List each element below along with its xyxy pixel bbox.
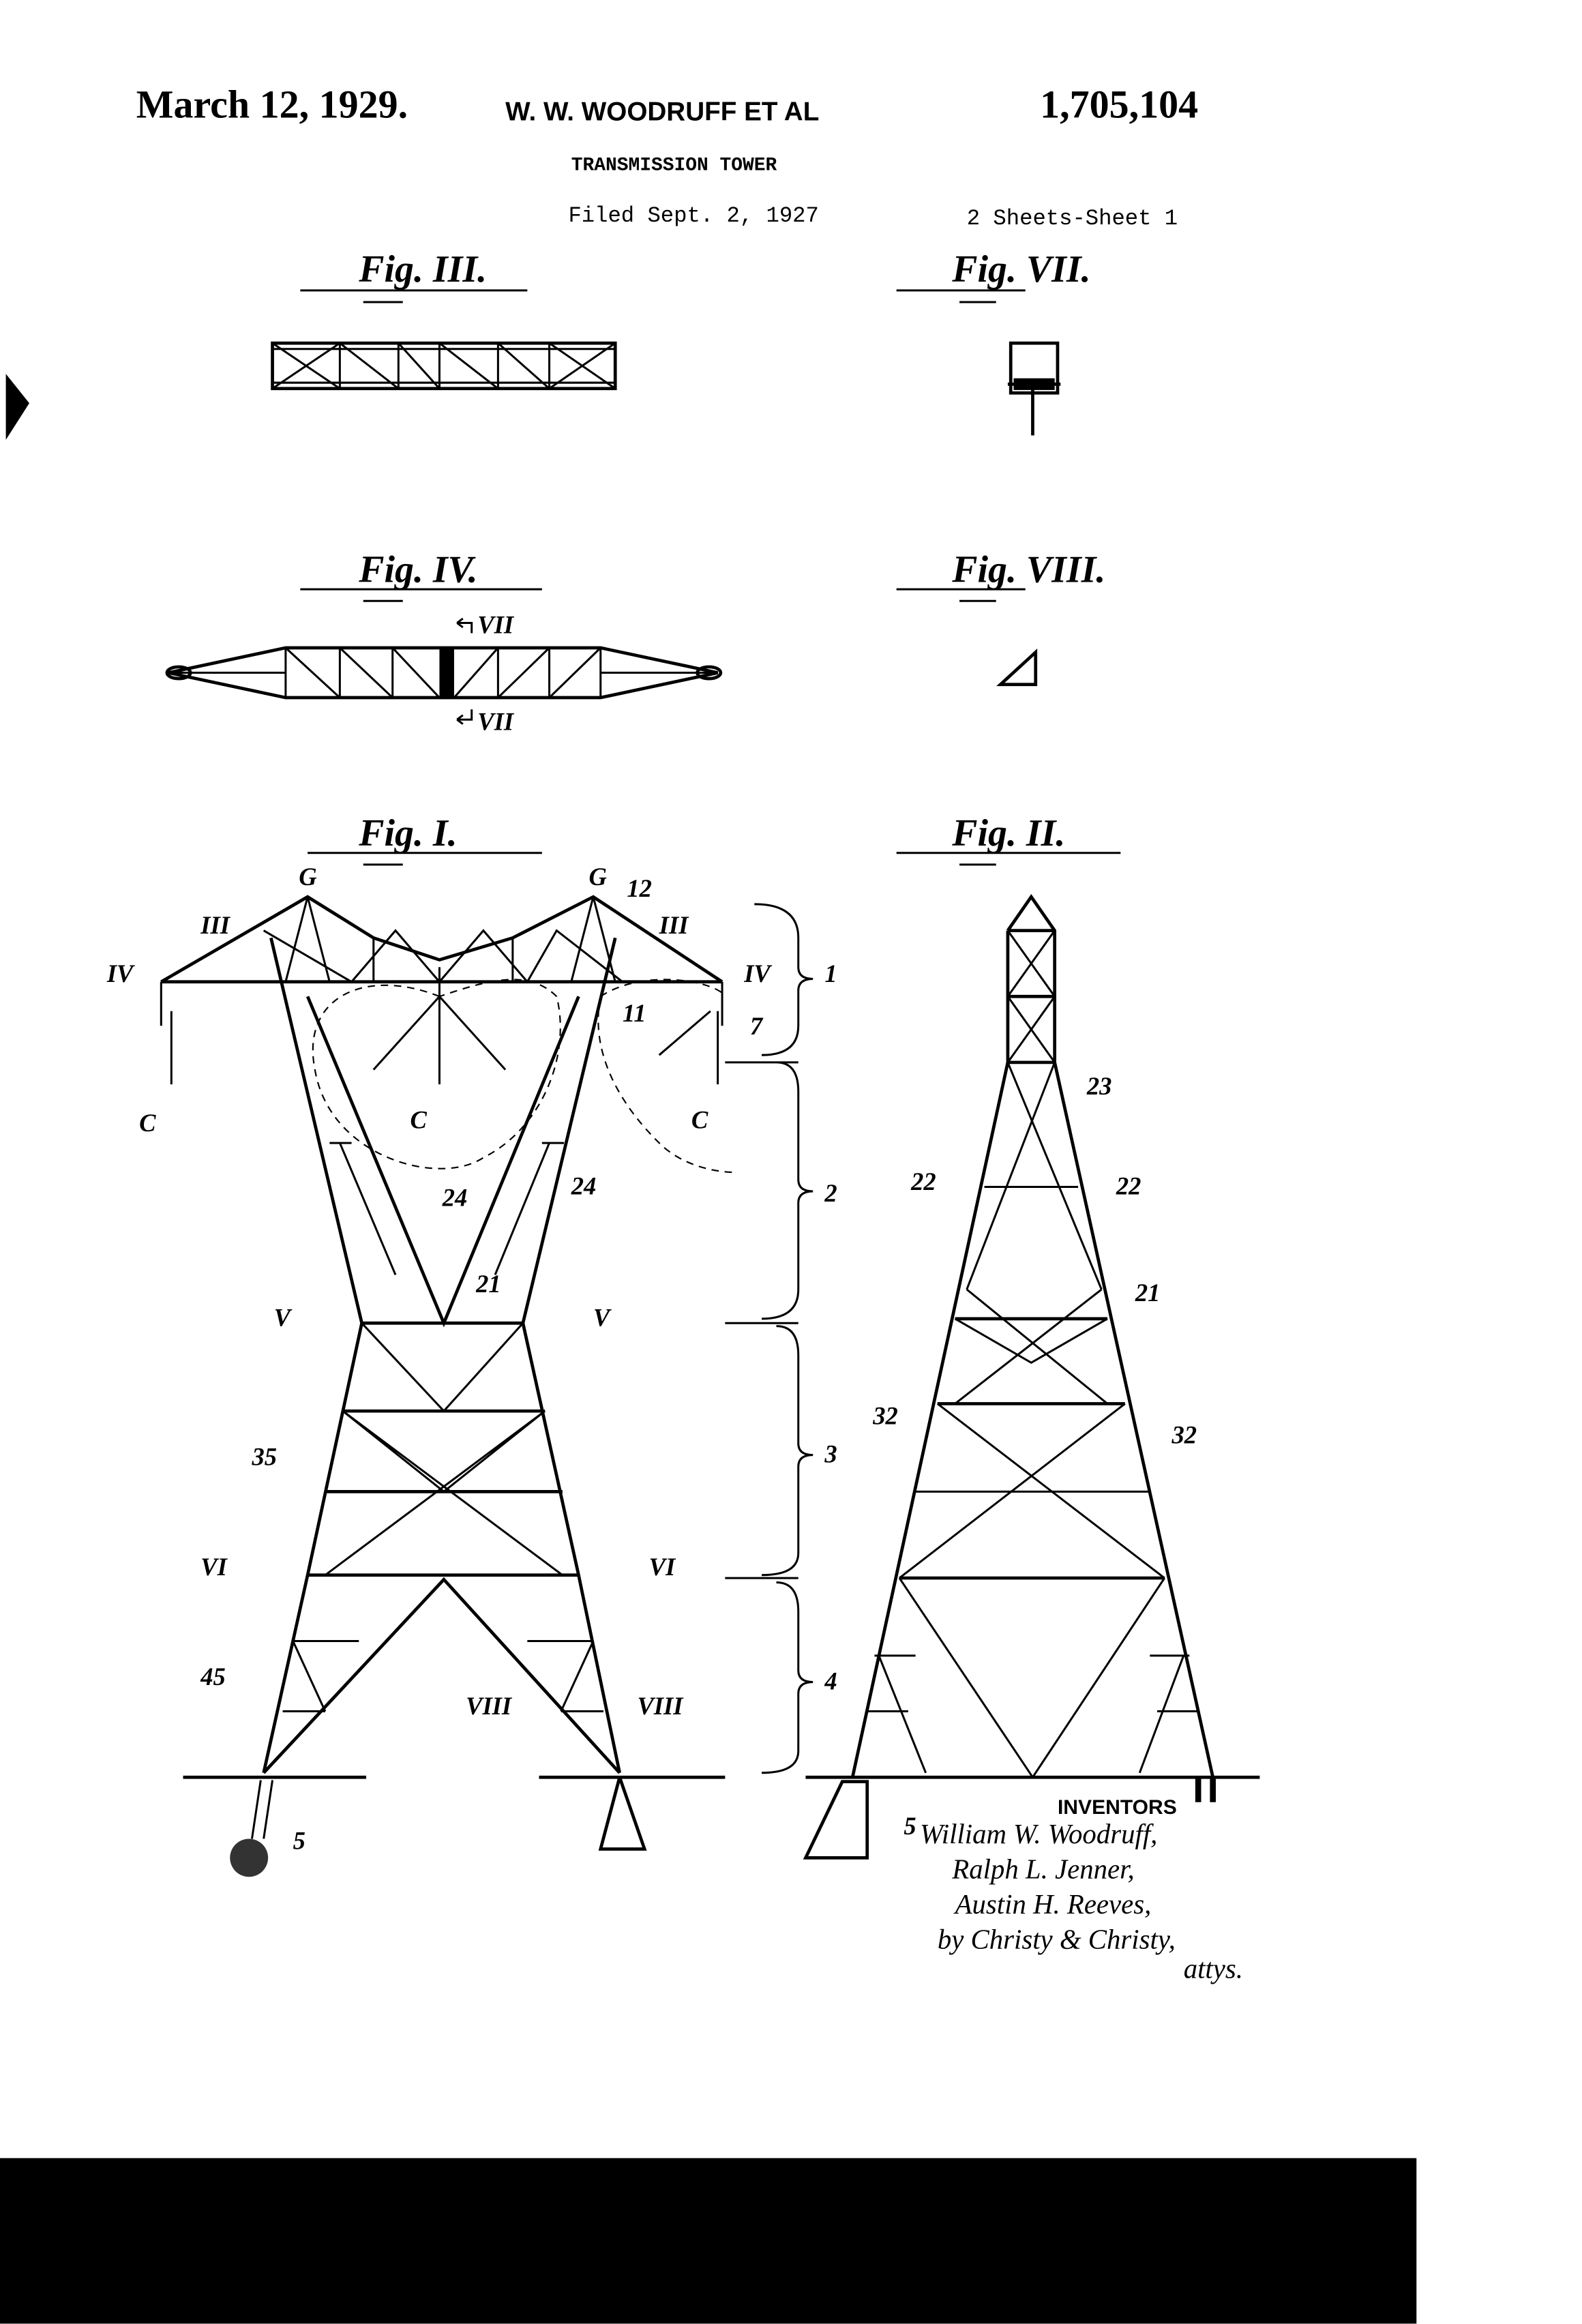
section-1: 1 xyxy=(824,959,837,987)
section-v-right: V xyxy=(593,1304,612,1332)
fig7-underline xyxy=(897,290,1026,302)
section-vii-bottom: VII xyxy=(477,707,515,735)
fig1-tower-front xyxy=(161,897,732,1877)
fig3-truss xyxy=(273,343,616,389)
ref-32-right: 32 xyxy=(1171,1420,1197,1448)
section-iv-right: IV xyxy=(743,959,772,987)
section-iv-left: IV xyxy=(106,959,135,987)
inventor-name-1: William W. Woodruff, xyxy=(920,1819,1157,1849)
fig4-label: Fig. IV. xyxy=(358,548,477,591)
inventor-name-3: Austin H. Reeves, xyxy=(953,1889,1152,1920)
patent-date: March 12, 1929. xyxy=(136,82,408,126)
fig1-label: Fig. I. xyxy=(358,812,457,854)
fig7-section xyxy=(1008,343,1060,435)
patent-number: 1,705,104 xyxy=(1040,82,1198,126)
scan-border xyxy=(0,2158,1416,2324)
filed-date: Filed Sept. 2, 1927 xyxy=(568,203,818,228)
ref-5-fig1: 5 xyxy=(293,1826,305,1854)
ref-21-fig2: 21 xyxy=(1135,1279,1161,1307)
ref-22-left: 22 xyxy=(910,1167,936,1195)
section-viii-left: VIII xyxy=(466,1692,513,1720)
ref-11: 11 xyxy=(623,999,646,1027)
ref-35: 35 xyxy=(251,1443,277,1471)
inventor-name-2: Ralph L. Jenner, xyxy=(951,1853,1134,1884)
ref-24-right: 24 xyxy=(571,1172,597,1200)
ref-24-left: 24 xyxy=(442,1183,468,1211)
section-vi-left: VI xyxy=(200,1553,228,1581)
section-2: 2 xyxy=(824,1179,837,1207)
attys-abbrev: attys. xyxy=(1184,1954,1243,1984)
fig2-label: Fig. II. xyxy=(951,812,1065,854)
fig4-crossarm-plan xyxy=(167,648,721,698)
inventors-label: INVENTORS xyxy=(1058,1796,1177,1819)
ref-c-right: C xyxy=(691,1106,708,1134)
section-v-left: V xyxy=(274,1304,293,1332)
ref-g-left: G xyxy=(299,863,316,891)
ref-22-right: 22 xyxy=(1116,1172,1141,1200)
section-iii-left: III xyxy=(200,911,230,939)
fig8-label: Fig. VIII. xyxy=(951,548,1105,591)
section-viii-right: VIII xyxy=(637,1692,684,1720)
ref-21-fig1: 21 xyxy=(475,1270,501,1298)
binding-mark xyxy=(6,374,29,440)
section-3: 3 xyxy=(824,1440,837,1468)
fig3-label: Fig. III. xyxy=(358,248,487,290)
patent-title: TRANSMISSION TOWER xyxy=(571,155,777,177)
fig7-label: Fig. VII. xyxy=(951,248,1090,290)
ref-5-fig2: 5 xyxy=(904,1812,916,1840)
ref-32-left: 32 xyxy=(872,1402,898,1430)
fig4-underline xyxy=(300,589,541,601)
ref-45: 45 xyxy=(200,1663,226,1690)
attorneys: by Christy & Christy, xyxy=(938,1924,1176,1955)
section-vii-arrows xyxy=(457,619,471,724)
fig3-underline xyxy=(300,290,527,302)
ref-7: 7 xyxy=(750,1012,764,1040)
ref-g-right: G xyxy=(589,863,607,891)
section-braces xyxy=(725,904,813,1773)
ref-c-left: C xyxy=(139,1109,156,1137)
sheet-count: 2 Sheets-Sheet 1 xyxy=(967,206,1178,231)
inventor-header: W. W. WOODRUFF ET AL xyxy=(505,98,819,127)
fig8-angle-section xyxy=(1000,652,1036,684)
fig2-underline xyxy=(897,853,1121,865)
fig1-underline xyxy=(308,853,542,865)
section-iii-right: III xyxy=(659,911,689,939)
ref-23: 23 xyxy=(1086,1072,1112,1100)
section-vi-right: VI xyxy=(649,1553,676,1581)
section-vii-top: VII xyxy=(477,611,515,639)
fig2-tower-side xyxy=(805,897,1259,1858)
ref-12: 12 xyxy=(627,874,651,902)
fig8-underline xyxy=(897,589,1026,601)
section-4: 4 xyxy=(824,1667,837,1695)
ref-c-center: C xyxy=(410,1106,427,1134)
